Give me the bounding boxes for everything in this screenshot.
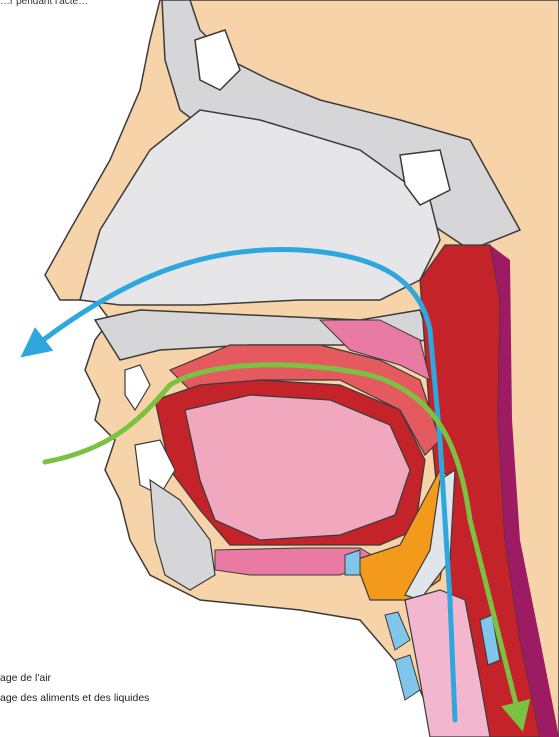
legend: age de l'air age des aliments et des liq…: [0, 668, 149, 708]
legend-item-food: age des aliments et des liquides: [0, 688, 149, 708]
legend-item-air: age de l'air: [0, 668, 149, 688]
hyoid: [345, 550, 360, 575]
